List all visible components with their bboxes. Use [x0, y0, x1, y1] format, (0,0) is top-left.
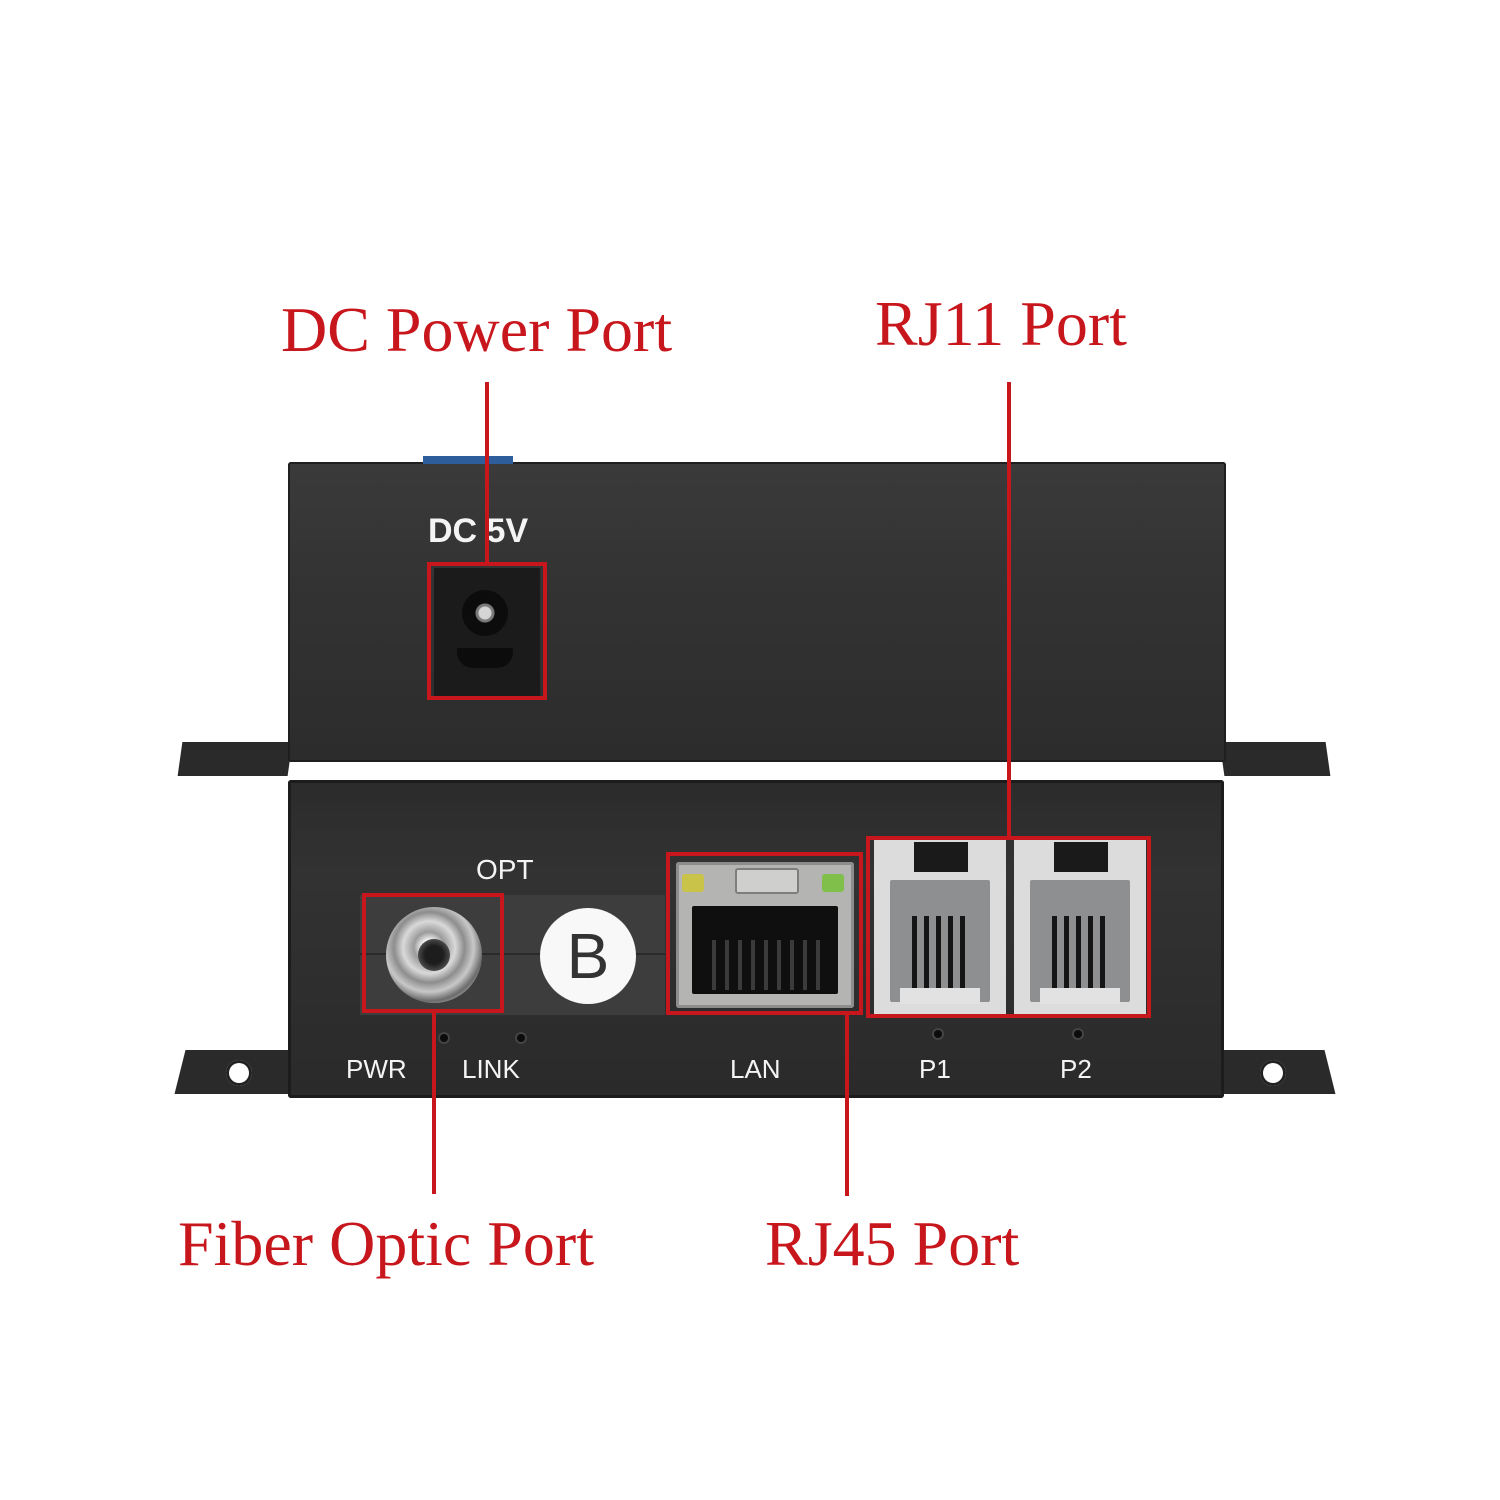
rj45-green-led	[822, 874, 844, 892]
fiber-optic-core	[418, 939, 450, 971]
rj11-p2-slot	[1054, 842, 1108, 872]
rj11-p1-pins	[912, 916, 968, 988]
dc-power-leader-line	[485, 382, 489, 562]
opt-label: OPT	[476, 854, 534, 885]
rj11-p2-pins	[1052, 916, 1108, 988]
rj11-port-callout: RJ11 Port	[875, 288, 1127, 359]
link-led	[517, 1034, 525, 1042]
rj45-highlight-box	[666, 852, 863, 1015]
rj11-p1-base	[900, 988, 980, 1004]
dc-power-jack	[462, 590, 508, 636]
fiber-leader-line	[432, 1012, 436, 1194]
rj45-yellow-led	[682, 874, 704, 892]
rj45-contacts	[712, 940, 820, 990]
rj45-leader-line	[845, 1014, 849, 1196]
p1-label: P1	[919, 1054, 951, 1084]
blue-strip	[423, 456, 513, 464]
pwr-label: PWR	[346, 1054, 407, 1084]
right-mount-hole	[1260, 1060, 1286, 1086]
fiber-optic-highlight-box	[362, 893, 504, 1013]
pwr-led	[440, 1034, 448, 1042]
left-mount-hole	[226, 1060, 252, 1086]
p1-led	[934, 1030, 942, 1038]
top-left-flange	[177, 742, 293, 776]
rj45-port-callout: RJ45 Port	[765, 1208, 1020, 1279]
rj11-p1-slot	[914, 842, 968, 872]
fiber-optic-port-callout: Fiber Optic Port	[178, 1208, 594, 1279]
rj45-latch-tab	[735, 868, 799, 894]
p2-led	[1074, 1030, 1082, 1038]
dc-power-port-callout: DC Power Port	[281, 294, 673, 365]
rj11-p2-base	[1040, 988, 1120, 1004]
link-label: LINK	[462, 1054, 520, 1084]
rj11-highlight-box	[866, 836, 1151, 1018]
b-badge: B	[540, 908, 636, 1004]
dc-5v-label: DC 5V	[428, 512, 529, 550]
dc-power-highlight-box	[427, 562, 547, 700]
rj11-leader-line	[1007, 382, 1011, 838]
p2-label: P2	[1060, 1054, 1092, 1084]
dc-jack-notch	[457, 648, 513, 668]
top-right-flange	[1219, 742, 1331, 776]
lan-label: LAN	[730, 1054, 781, 1084]
